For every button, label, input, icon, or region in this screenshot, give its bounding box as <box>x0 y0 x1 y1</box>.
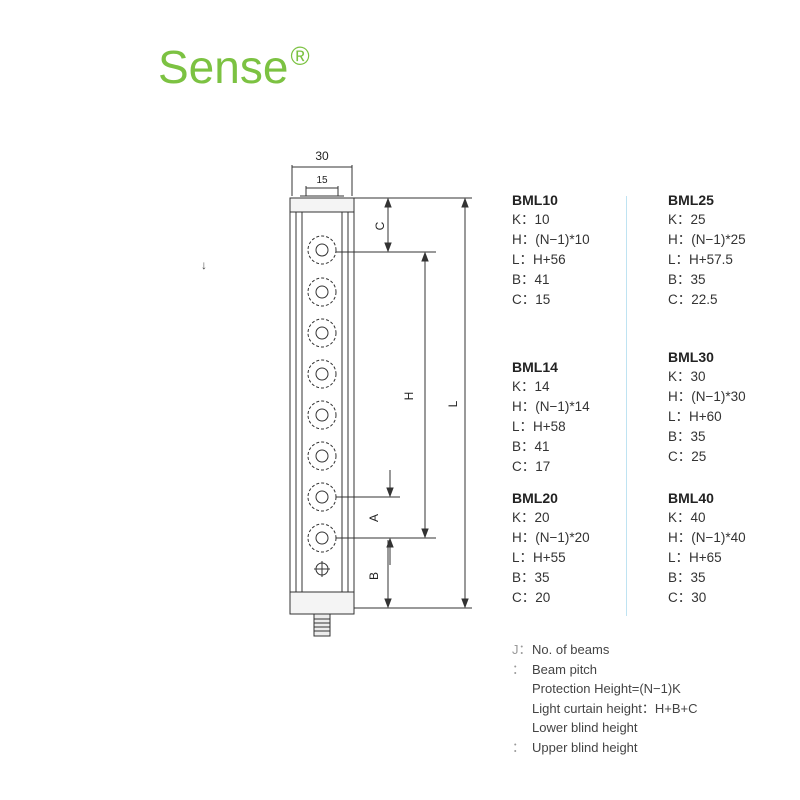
legend-item: Light curtain height：H+B+C <box>512 699 697 719</box>
legend-text: No. of beams <box>532 642 610 657</box>
spec-l: L：H+55 <box>512 550 566 565</box>
spec-c: C：17 <box>512 459 551 474</box>
spec-k: K：40 <box>668 510 706 525</box>
dim-label-l: L <box>446 400 460 407</box>
spec-l: L：H+57.5 <box>668 252 733 267</box>
legend-text: Protection Height=(N−1)K <box>532 681 681 696</box>
legend-mark: ： <box>512 661 526 677</box>
legend: J：No. of beams ： Beam pitch Protection He… <box>512 640 697 757</box>
registered-mark: ® <box>290 41 310 71</box>
model-name: BML10 <box>512 192 558 208</box>
spec-l: L：H+58 <box>512 419 566 434</box>
model-name: BML30 <box>668 349 714 365</box>
dim-label-c: C <box>373 221 387 230</box>
spec-k: K：30 <box>668 369 706 384</box>
spec-h: H：(N−1)*14 <box>512 399 590 414</box>
spec-bml40: BML40 K：40 H：(N−1)*40 L：H+65 B：35 C：30 <box>668 488 746 608</box>
spec-h: H：(N−1)*40 <box>668 530 746 545</box>
spec-b: B：35 <box>512 570 550 585</box>
legend-item: Lower blind height <box>512 718 697 738</box>
spec-b: B：35 <box>668 570 706 585</box>
spec-h: H：(N−1)*20 <box>512 530 590 545</box>
legend-item: Protection Height=(N−1)K <box>512 679 697 699</box>
legend-text: Beam pitch <box>532 661 598 677</box>
brand-logo: Sense® <box>158 40 310 94</box>
lens-4 <box>307 359 337 389</box>
lens-3 <box>307 318 337 348</box>
spec-h: H：(N−1)*10 <box>512 232 590 247</box>
spec-c: C：22.5 <box>668 292 718 307</box>
spec-c: C：20 <box>512 590 551 605</box>
legend-text: Light curtain height：H+B+C <box>532 700 698 716</box>
brand-name: Sense <box>158 41 289 93</box>
spec-k: K：10 <box>512 212 550 227</box>
spec-bml25: BML25 K：25 H：(N−1)*25 L：H+57.5 B：35 C：22… <box>668 190 746 310</box>
spec-l: L：H+60 <box>668 409 722 424</box>
lens-6 <box>307 441 337 471</box>
dim-label-h: H <box>402 392 416 401</box>
down-arrow-icon: ↓ <box>201 258 207 272</box>
legend-text: Upper blind height <box>532 739 638 755</box>
spec-l: L：H+65 <box>668 550 722 565</box>
spec-c: C：30 <box>668 590 707 605</box>
legend-mark: ： <box>512 739 526 755</box>
spec-b: B：41 <box>512 272 550 287</box>
spec-k: K：20 <box>512 510 550 525</box>
legend-item: ： Upper blind height <box>512 738 697 758</box>
lens-1 <box>307 235 337 265</box>
spec-bml20: BML20 K：20 H：(N−1)*20 L：H+55 B：35 C：20 <box>512 488 590 608</box>
model-name: BML20 <box>512 490 558 506</box>
spec-b: B：35 <box>668 429 706 444</box>
spec-c: C：25 <box>668 449 707 464</box>
dim-width-inner: 15 <box>316 175 328 186</box>
spec-k: K：14 <box>512 379 550 394</box>
spec-c: C：15 <box>512 292 551 307</box>
spec-h: H：(N−1)*30 <box>668 389 746 404</box>
spec-bml30: BML30 K：30 H：(N−1)*30 L：H+60 B：35 C：25 <box>668 347 746 467</box>
legend-mark: J： <box>512 642 532 657</box>
dim-label-b: B <box>367 572 381 580</box>
legend-text: Lower blind height <box>532 720 638 735</box>
spec-b: B：35 <box>668 272 706 287</box>
dim-label-a: A <box>367 514 381 522</box>
model-name: BML40 <box>668 490 714 506</box>
column-divider <box>626 196 627 616</box>
model-name: BML25 <box>668 192 714 208</box>
spec-h: H：(N−1)*25 <box>668 232 746 247</box>
legend-item: ： Beam pitch <box>512 660 697 680</box>
spec-b: B：41 <box>512 439 550 454</box>
spec-bml14: BML14 K：14 H：(N−1)*14 L：H+58 B：41 C：17 <box>512 357 590 477</box>
spec-bml10: BML10 K：10 H：(N−1)*10 L：H+56 B：41 C：15 <box>512 190 590 310</box>
lens-2 <box>307 277 337 307</box>
spec-k: K：25 <box>668 212 706 227</box>
legend-item: J：No. of beams <box>512 640 697 660</box>
lens-5 <box>307 400 337 430</box>
model-name: BML14 <box>512 359 558 375</box>
crosshair-icon <box>314 561 330 577</box>
dim-width-total: 30 <box>315 149 329 163</box>
spec-l: L：H+56 <box>512 252 566 267</box>
